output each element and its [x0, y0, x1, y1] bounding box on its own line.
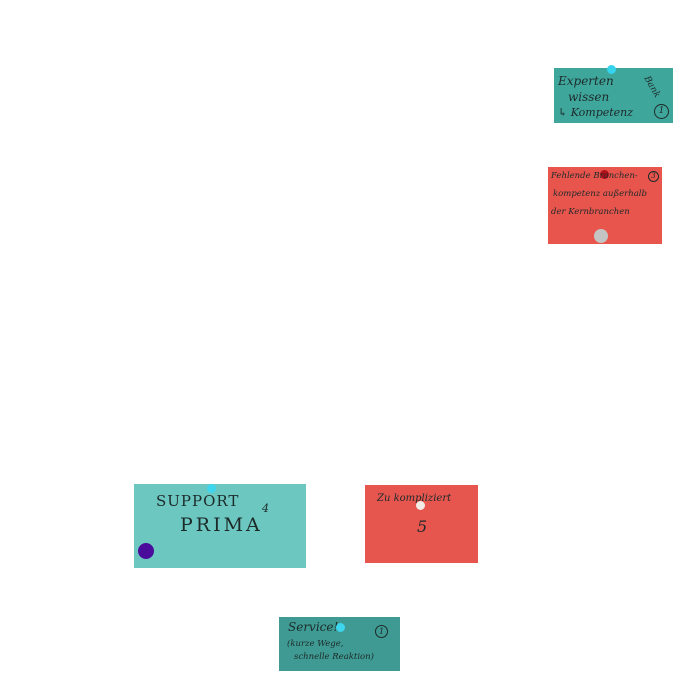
sticky-note-service[interactable]: Service! (kurze Wege, schnelle Reaktion)… [279, 617, 400, 671]
note-line: kompetenz außerhalb [553, 189, 647, 199]
sticky-note-branchen[interactable]: Fehlende Branchen- kompetenz außerhalb d… [548, 167, 662, 244]
note-line: schnelle Reaktion) [294, 652, 374, 662]
pushpin-icon [607, 65, 616, 74]
pushpin-icon [600, 170, 609, 179]
sticky-note-support[interactable]: SUPPORT PRIMA 4 [134, 484, 306, 568]
rank-badge: 1 [654, 104, 669, 119]
pushpin-icon [336, 623, 345, 632]
sticky-note-kompliziert[interactable]: Zu kompliziert 5 [365, 485, 478, 563]
note-side-label: Bank [641, 74, 662, 100]
note-line: SUPPORT [156, 492, 240, 510]
pushpin-icon [207, 484, 216, 493]
rank-badge: 1 [375, 625, 388, 638]
rank-badge: 3 [648, 171, 659, 182]
note-line: (kurze Wege, [287, 639, 344, 649]
grey-dot-sticker [594, 229, 608, 243]
purple-dot-sticker [138, 543, 154, 559]
pushpin-icon [416, 501, 425, 510]
note-line: Service! [288, 620, 339, 634]
note-line: Experten [558, 74, 614, 88]
note-line: der Kernbranchen [551, 207, 630, 217]
sticky-note-experten[interactable]: Experten wissen ↳ Kompetenz Bank 1 [554, 65, 673, 123]
note-line: Zu kompliziert [377, 493, 452, 504]
note-line: ↳ Kompetenz [558, 106, 634, 119]
note-line: Fehlende Branchen- [551, 171, 638, 181]
note-line: PRIMA [180, 514, 263, 536]
rank-number: 4 [262, 502, 269, 515]
rank-number: 5 [417, 517, 428, 536]
note-line: wissen [568, 90, 610, 104]
